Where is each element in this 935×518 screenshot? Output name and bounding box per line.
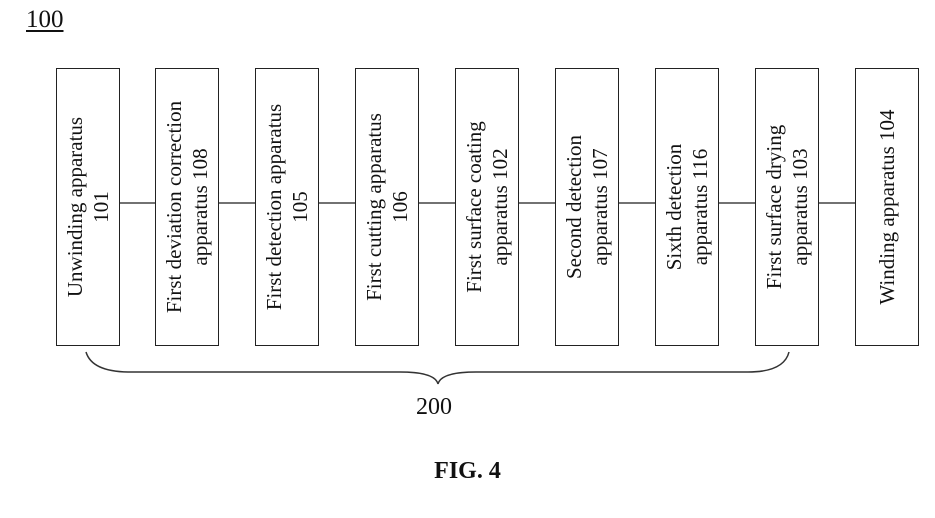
box-text-line1: Unwinding apparatus bbox=[62, 117, 88, 297]
figure-caption: FIG. 4 bbox=[0, 458, 935, 485]
group-reference-label: 200 bbox=[416, 394, 452, 421]
box-text-line2: 106 bbox=[387, 191, 413, 223]
box-second-detection-apparatus: Second detectionapparatus 107 bbox=[555, 68, 619, 346]
box-first-cutting-apparatus: First cutting apparatus106 bbox=[355, 68, 419, 346]
box-text-line1: Sixth detection bbox=[661, 144, 687, 271]
box-winding-apparatus: Winding apparatus 104 bbox=[855, 68, 919, 346]
box-text-line1: Second detection bbox=[561, 135, 587, 279]
box-text-line2: apparatus 116 bbox=[687, 149, 713, 265]
box-text-line2: apparatus 108 bbox=[187, 148, 213, 265]
box-text-line1: First detection apparatus bbox=[261, 104, 287, 310]
box-text-line1: First surface coating bbox=[461, 121, 487, 292]
box-text-line1: Winding apparatus 104 bbox=[874, 109, 900, 304]
box-first-surface-drying-apparatus: First surface dryingapparatus 103 bbox=[755, 68, 819, 346]
box-first-surface-coating-apparatus: First surface coatingapparatus 102 bbox=[455, 68, 519, 346]
box-first-deviation-correction-apparatus: First deviation correctionapparatus 108 bbox=[155, 68, 219, 346]
box-unwinding-apparatus: Unwinding apparatus101 bbox=[56, 68, 120, 346]
box-sixth-detection-apparatus: Sixth detectionapparatus 116 bbox=[655, 68, 719, 346]
box-text-line2: apparatus 103 bbox=[787, 148, 813, 265]
box-text-line1: First surface drying bbox=[761, 125, 787, 289]
box-text-line2: apparatus 102 bbox=[487, 148, 513, 265]
box-text-line2: apparatus 107 bbox=[587, 148, 613, 265]
box-first-detection-apparatus: First detection apparatus105 bbox=[255, 68, 319, 346]
box-text-line1: First cutting apparatus bbox=[361, 113, 387, 301]
box-text-line1: First deviation correction bbox=[161, 101, 187, 313]
box-text-line2: 101 bbox=[88, 191, 114, 223]
group-brace bbox=[86, 352, 789, 384]
box-text-line2: 105 bbox=[287, 191, 313, 223]
